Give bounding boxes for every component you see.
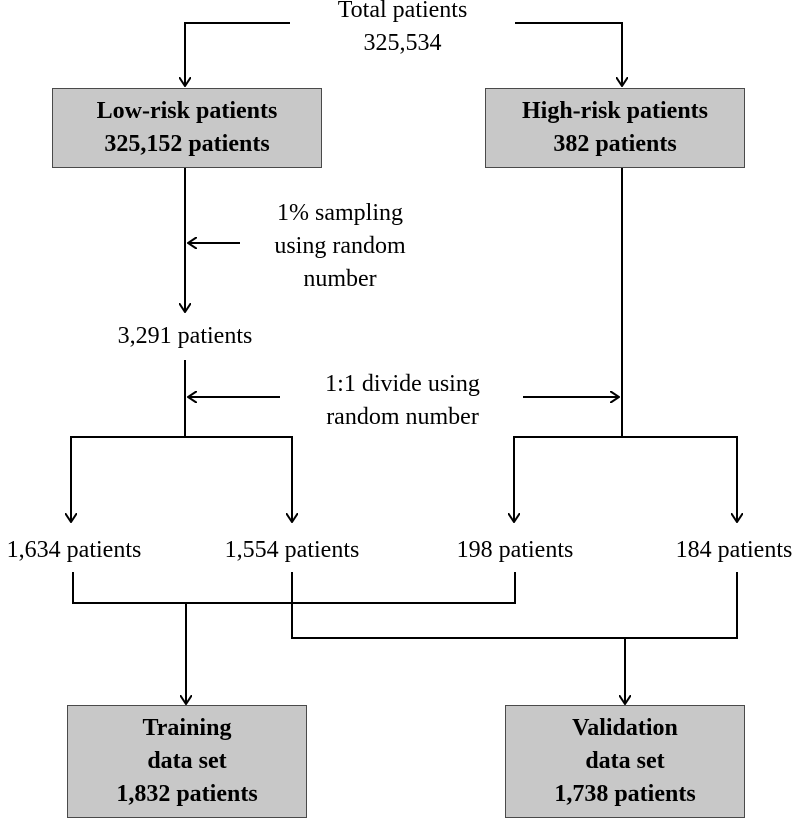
sampling-note: 1% sampling using random number [255,197,425,296]
sampling-line-2: using random [274,233,406,259]
low-risk-title: Low-risk patients [96,98,278,124]
line-validation-merge [291,572,738,639]
total-patients-label: Total patients 325,534 [300,0,505,60]
sampled-count: 3,291 patients [117,323,253,349]
line-training-merge [72,572,516,604]
total-count: 325,534 [363,30,442,56]
line-high-split [513,436,738,521]
group-count-1: 1,634 patients [6,537,142,563]
divide-line-1: 1:1 divide using [325,371,480,397]
total-title: Total patients [337,0,468,23]
group-count-3: 198 patients [456,537,574,563]
training-subtitle: data set [147,748,227,774]
validation-box: Validation data set 1,738 patients [505,705,745,818]
low-risk-box: Low-risk patients 325,152 patients [52,88,322,168]
group-count-4: 184 patients [675,537,793,563]
low-risk-count: 325,152 patients [104,131,270,157]
sampling-line-1: 1% sampling [277,200,403,226]
training-title: Training [142,715,232,741]
arrow-total-to-high-risk [515,22,622,86]
line-low-split [70,436,293,521]
validation-title: Validation [572,715,678,741]
divide-note: 1:1 divide using random number [285,368,520,434]
training-box: Training data set 1,832 patients [67,705,307,818]
arrow-total-to-low-risk [185,22,290,86]
training-count: 1,832 patients [116,781,258,807]
high-risk-title: High-risk patients [521,98,709,124]
divide-line-2: random number [326,404,479,430]
sampling-line-3: number [303,266,377,292]
group-count-2: 1,554 patients [224,537,360,563]
high-risk-box: High-risk patients 382 patients [485,88,745,168]
validation-subtitle: data set [585,748,665,774]
validation-count: 1,738 patients [554,781,696,807]
high-risk-count: 382 patients [553,131,677,157]
